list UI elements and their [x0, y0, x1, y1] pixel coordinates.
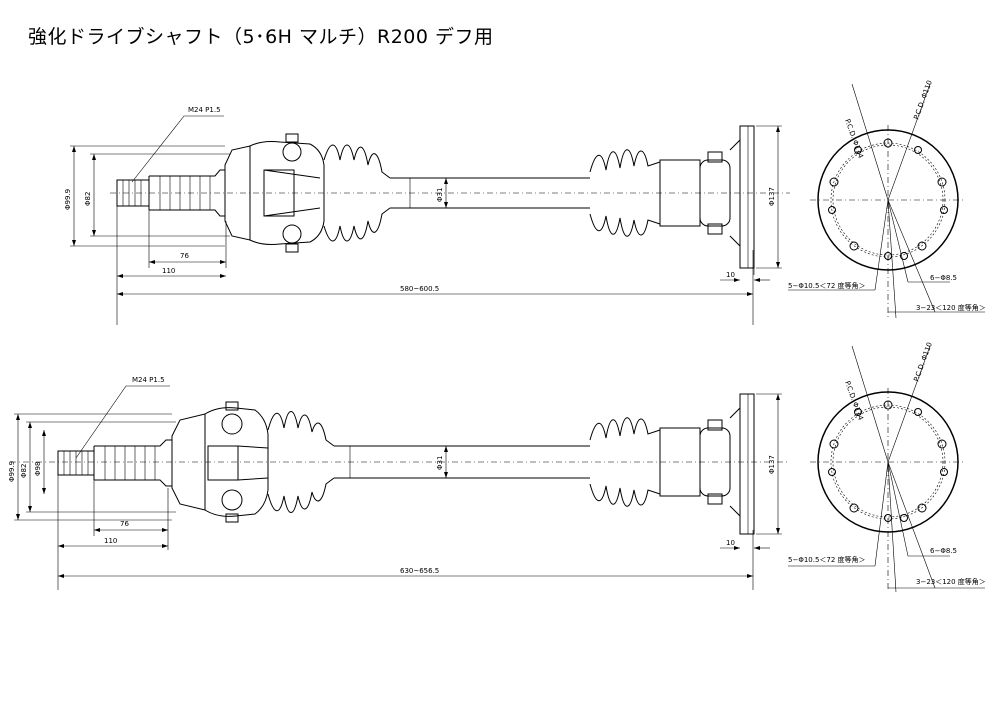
total-length-label-bottom: 630~656.5 [400, 567, 439, 575]
pcd-114-label-top: P.C.D. Φ114 [843, 118, 865, 160]
shaft-assembly-bottom [10, 385, 790, 590]
dia-shaft-label-top: Φ31 [436, 188, 444, 202]
flange-face-bottom [788, 345, 985, 593]
dia-flange-label-top: Φ137 [768, 187, 776, 206]
thread-label-bottom: M24 P1.5 [132, 376, 165, 384]
pcd-114-label-bottom: P.C.D. Φ114 [843, 380, 865, 422]
dia-outer-label-bottom: Φ99.9 [8, 461, 16, 482]
len-110-label-top: 110 [162, 267, 175, 275]
holes-5-label-top: 5−Φ10.5＜72 度等角＞ [788, 281, 866, 290]
dia-shaft-label-bottom: Φ31 [436, 456, 444, 470]
len-76-label-bottom: 76 [120, 520, 129, 528]
total-length-label-top: 580~600.5 [400, 285, 439, 293]
pcd-110-label-top: P.C.D. Φ110 [912, 79, 934, 120]
holes-3-label-bottom: 3−23＜120 度等角＞ [916, 577, 986, 586]
dia-inner-label-bottom: Φ98 [34, 462, 42, 476]
flange-face-top [788, 83, 985, 319]
holes-6-label-bottom: 6−Φ8.5 [930, 547, 957, 555]
pcd-110-label-bottom: P.C.D. Φ110 [912, 341, 934, 382]
len-76-label-top: 76 [180, 252, 189, 260]
len-10-label-bottom: 10 [726, 539, 735, 547]
dia-flange-label-bottom: Φ137 [768, 455, 776, 474]
drawing-title: 強化ドライブシャフト（5･6H マルチ）R200 デフ用 [28, 26, 494, 48]
len-10-label-top: 10 [726, 271, 735, 279]
dia-mid-label-bottom: Φ82 [20, 464, 28, 478]
len-110-label-bottom: 110 [104, 537, 117, 545]
holes-3-label-top: 3−23＜120 度等角＞ [916, 303, 986, 312]
holes-5-label-bottom: 5−Φ10.5＜72 度等角＞ [788, 555, 866, 564]
shaft-assembly-top [70, 115, 790, 325]
dia-outer-label-top: Φ99.9 [64, 189, 72, 210]
thread-label-top: M24 P1.5 [188, 106, 221, 114]
holes-6-label-top: 6−Φ8.5 [930, 274, 957, 282]
dia-mid-label-top: Φ82 [84, 192, 92, 206]
